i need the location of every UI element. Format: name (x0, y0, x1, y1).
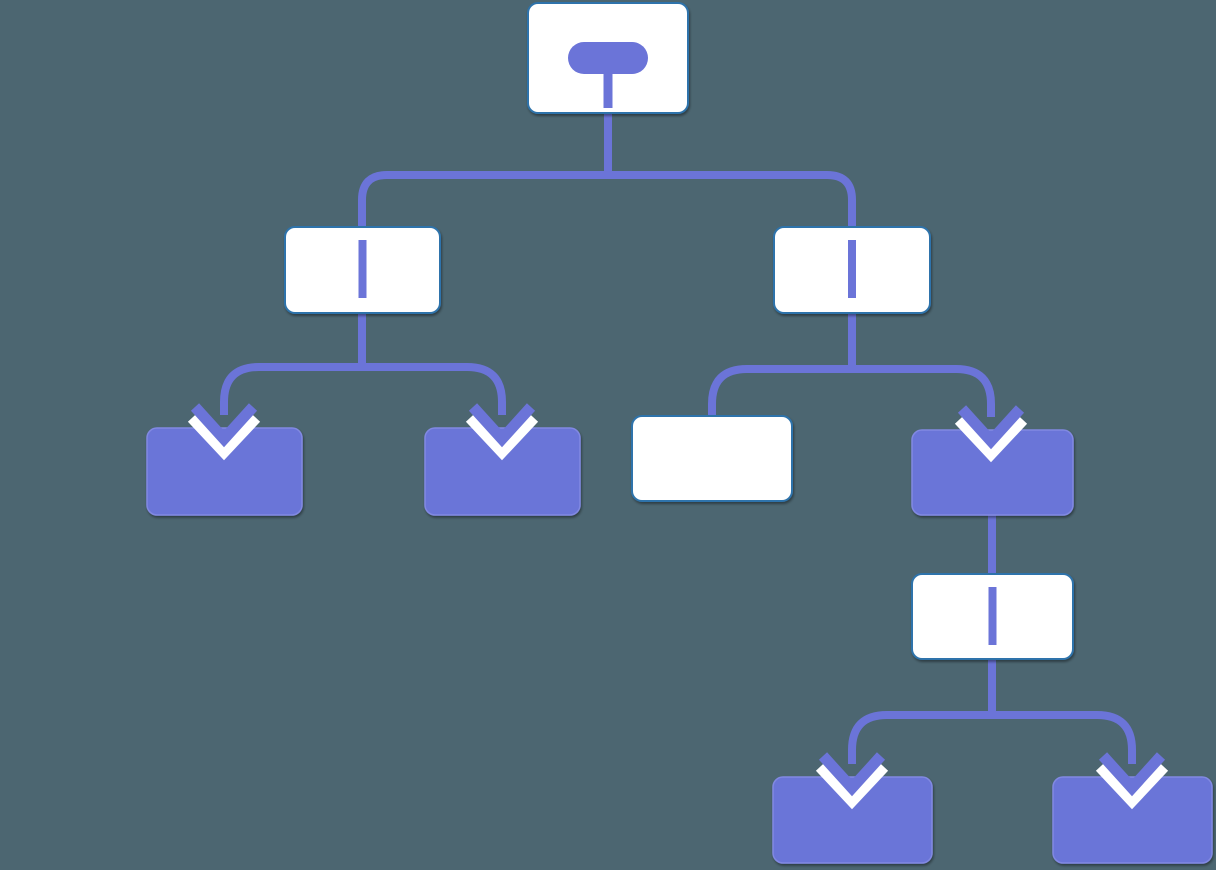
node-leaf-5[interactable] (1052, 776, 1213, 864)
chevron-arrow-leaf-3 (954, 405, 1028, 463)
root-topic-pill-icon (568, 42, 648, 74)
chevron-inner-icon (468, 403, 536, 448)
node-shape (631, 415, 793, 502)
node-leaf-2[interactable] (424, 427, 581, 516)
chevron-outline-icon (815, 761, 889, 810)
edge-right-split (708, 365, 995, 418)
node-shape (146, 427, 303, 516)
chevron-outline-icon (954, 414, 1028, 463)
node-leaf-3[interactable] (911, 429, 1074, 516)
node-branch-left[interactable] (284, 226, 441, 314)
edge-bottom-split (848, 711, 1136, 764)
chevron-outline-icon (1095, 761, 1169, 810)
chevron-arrow-leaf-5 (1095, 752, 1169, 810)
chevron-inner-icon (1098, 752, 1166, 797)
root-topic-stem-icon (603, 74, 613, 108)
edge-left-split (220, 363, 506, 415)
branch-divider-line (988, 587, 997, 645)
arrows-layer (187, 403, 1169, 810)
node-branch-bottom[interactable] (911, 573, 1074, 660)
edges-layer (220, 113, 1136, 764)
node-shape (911, 429, 1074, 516)
chevron-inner-icon (190, 403, 258, 448)
chevron-inner-icon (818, 752, 886, 797)
node-shape (424, 427, 581, 516)
chevron-arrow-leaf-2 (465, 403, 539, 461)
node-leaf-4[interactable] (772, 776, 933, 864)
node-branch-right[interactable] (773, 226, 931, 314)
chevron-arrow-leaf-1 (187, 403, 261, 461)
node-leaf-1[interactable] (146, 427, 303, 516)
node-shape (772, 776, 933, 864)
node-plain-white[interactable] (631, 415, 793, 502)
chevron-inner-icon (957, 405, 1025, 450)
node-root-topic[interactable] (527, 2, 689, 114)
chevron-arrow-leaf-4 (815, 752, 889, 810)
node-shape (1052, 776, 1213, 864)
branch-divider-line (358, 240, 367, 298)
edge-root-split (358, 171, 856, 227)
branch-divider-line (848, 240, 856, 298)
chevron-outline-icon (465, 412, 539, 461)
nodes-layer (146, 2, 1213, 864)
chevron-outline-icon (187, 412, 261, 461)
